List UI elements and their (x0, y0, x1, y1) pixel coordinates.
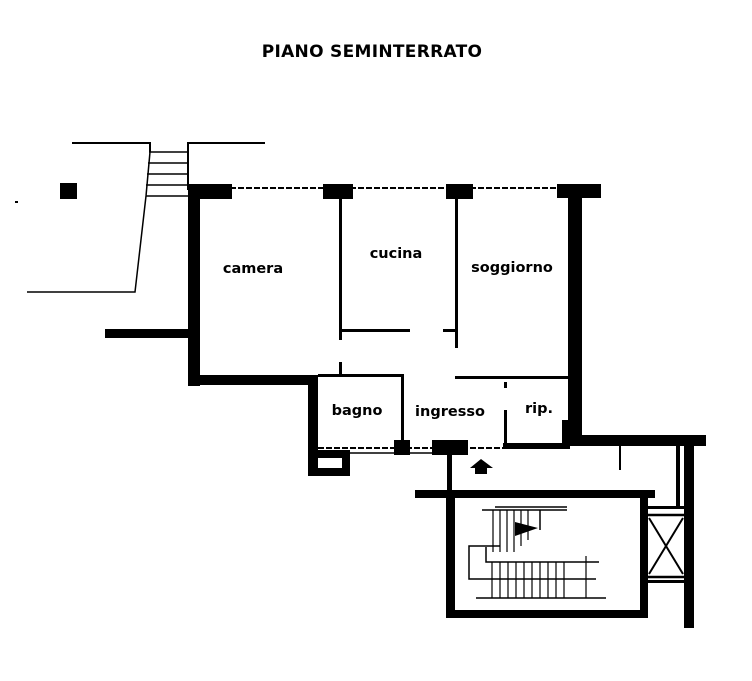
stair-direction-arrow-icon (515, 522, 538, 536)
room-label-ripostiglio: rip. (525, 401, 553, 417)
entrance-arrow-icon (470, 459, 493, 474)
floor-plan-title: PIANO SEMINTERRATO (261, 42, 483, 62)
room-label-ingresso: ingresso (415, 404, 485, 420)
walls (105, 184, 706, 628)
room-label-cucina: cucina (370, 246, 423, 262)
column (60, 183, 77, 199)
exterior-area (15, 142, 265, 293)
elevator (644, 513, 688, 579)
room-label-bagno: bagno (332, 403, 383, 419)
room-label-camera: camera (223, 261, 283, 277)
external-stairs (146, 151, 188, 197)
room-label-soggiorno: soggiorno (471, 260, 553, 276)
stairs (468, 506, 606, 599)
